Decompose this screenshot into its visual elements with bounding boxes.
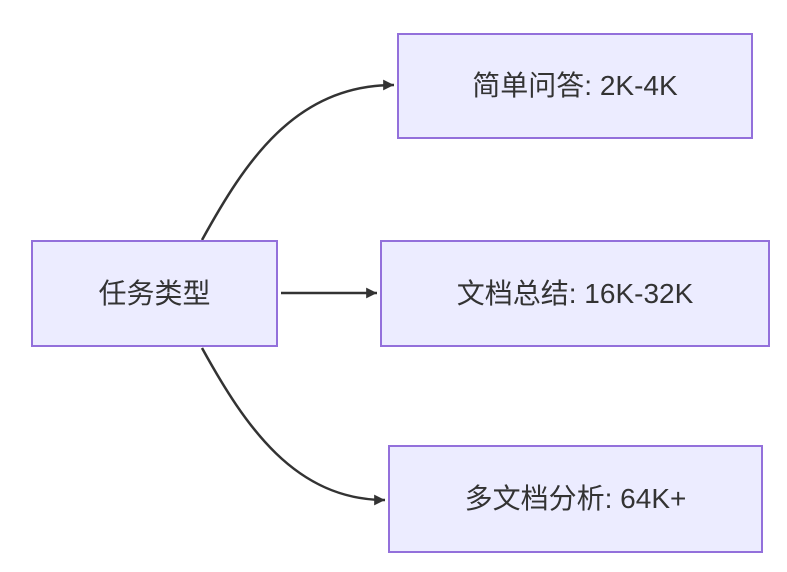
edge-to-multi-doc [200,347,386,506]
node-multi-doc-label: 多文档分析: 64K+ [464,483,687,515]
node-doc-summary-label: 文档总结: 16K-32K [456,277,694,309]
node-doc-summary: 文档总结: 16K-32K [380,240,770,347]
node-multi-doc: 多文档分析: 64K+ [388,445,763,553]
edge-to-simple-qa [200,79,395,241]
node-task-type: 任务类型 [31,240,278,347]
node-simple-qa-label: 简单问答: 2K-4K [472,70,678,102]
node-simple-qa: 简单问答: 2K-4K [397,33,753,139]
node-task-type-label: 任务类型 [98,277,211,309]
